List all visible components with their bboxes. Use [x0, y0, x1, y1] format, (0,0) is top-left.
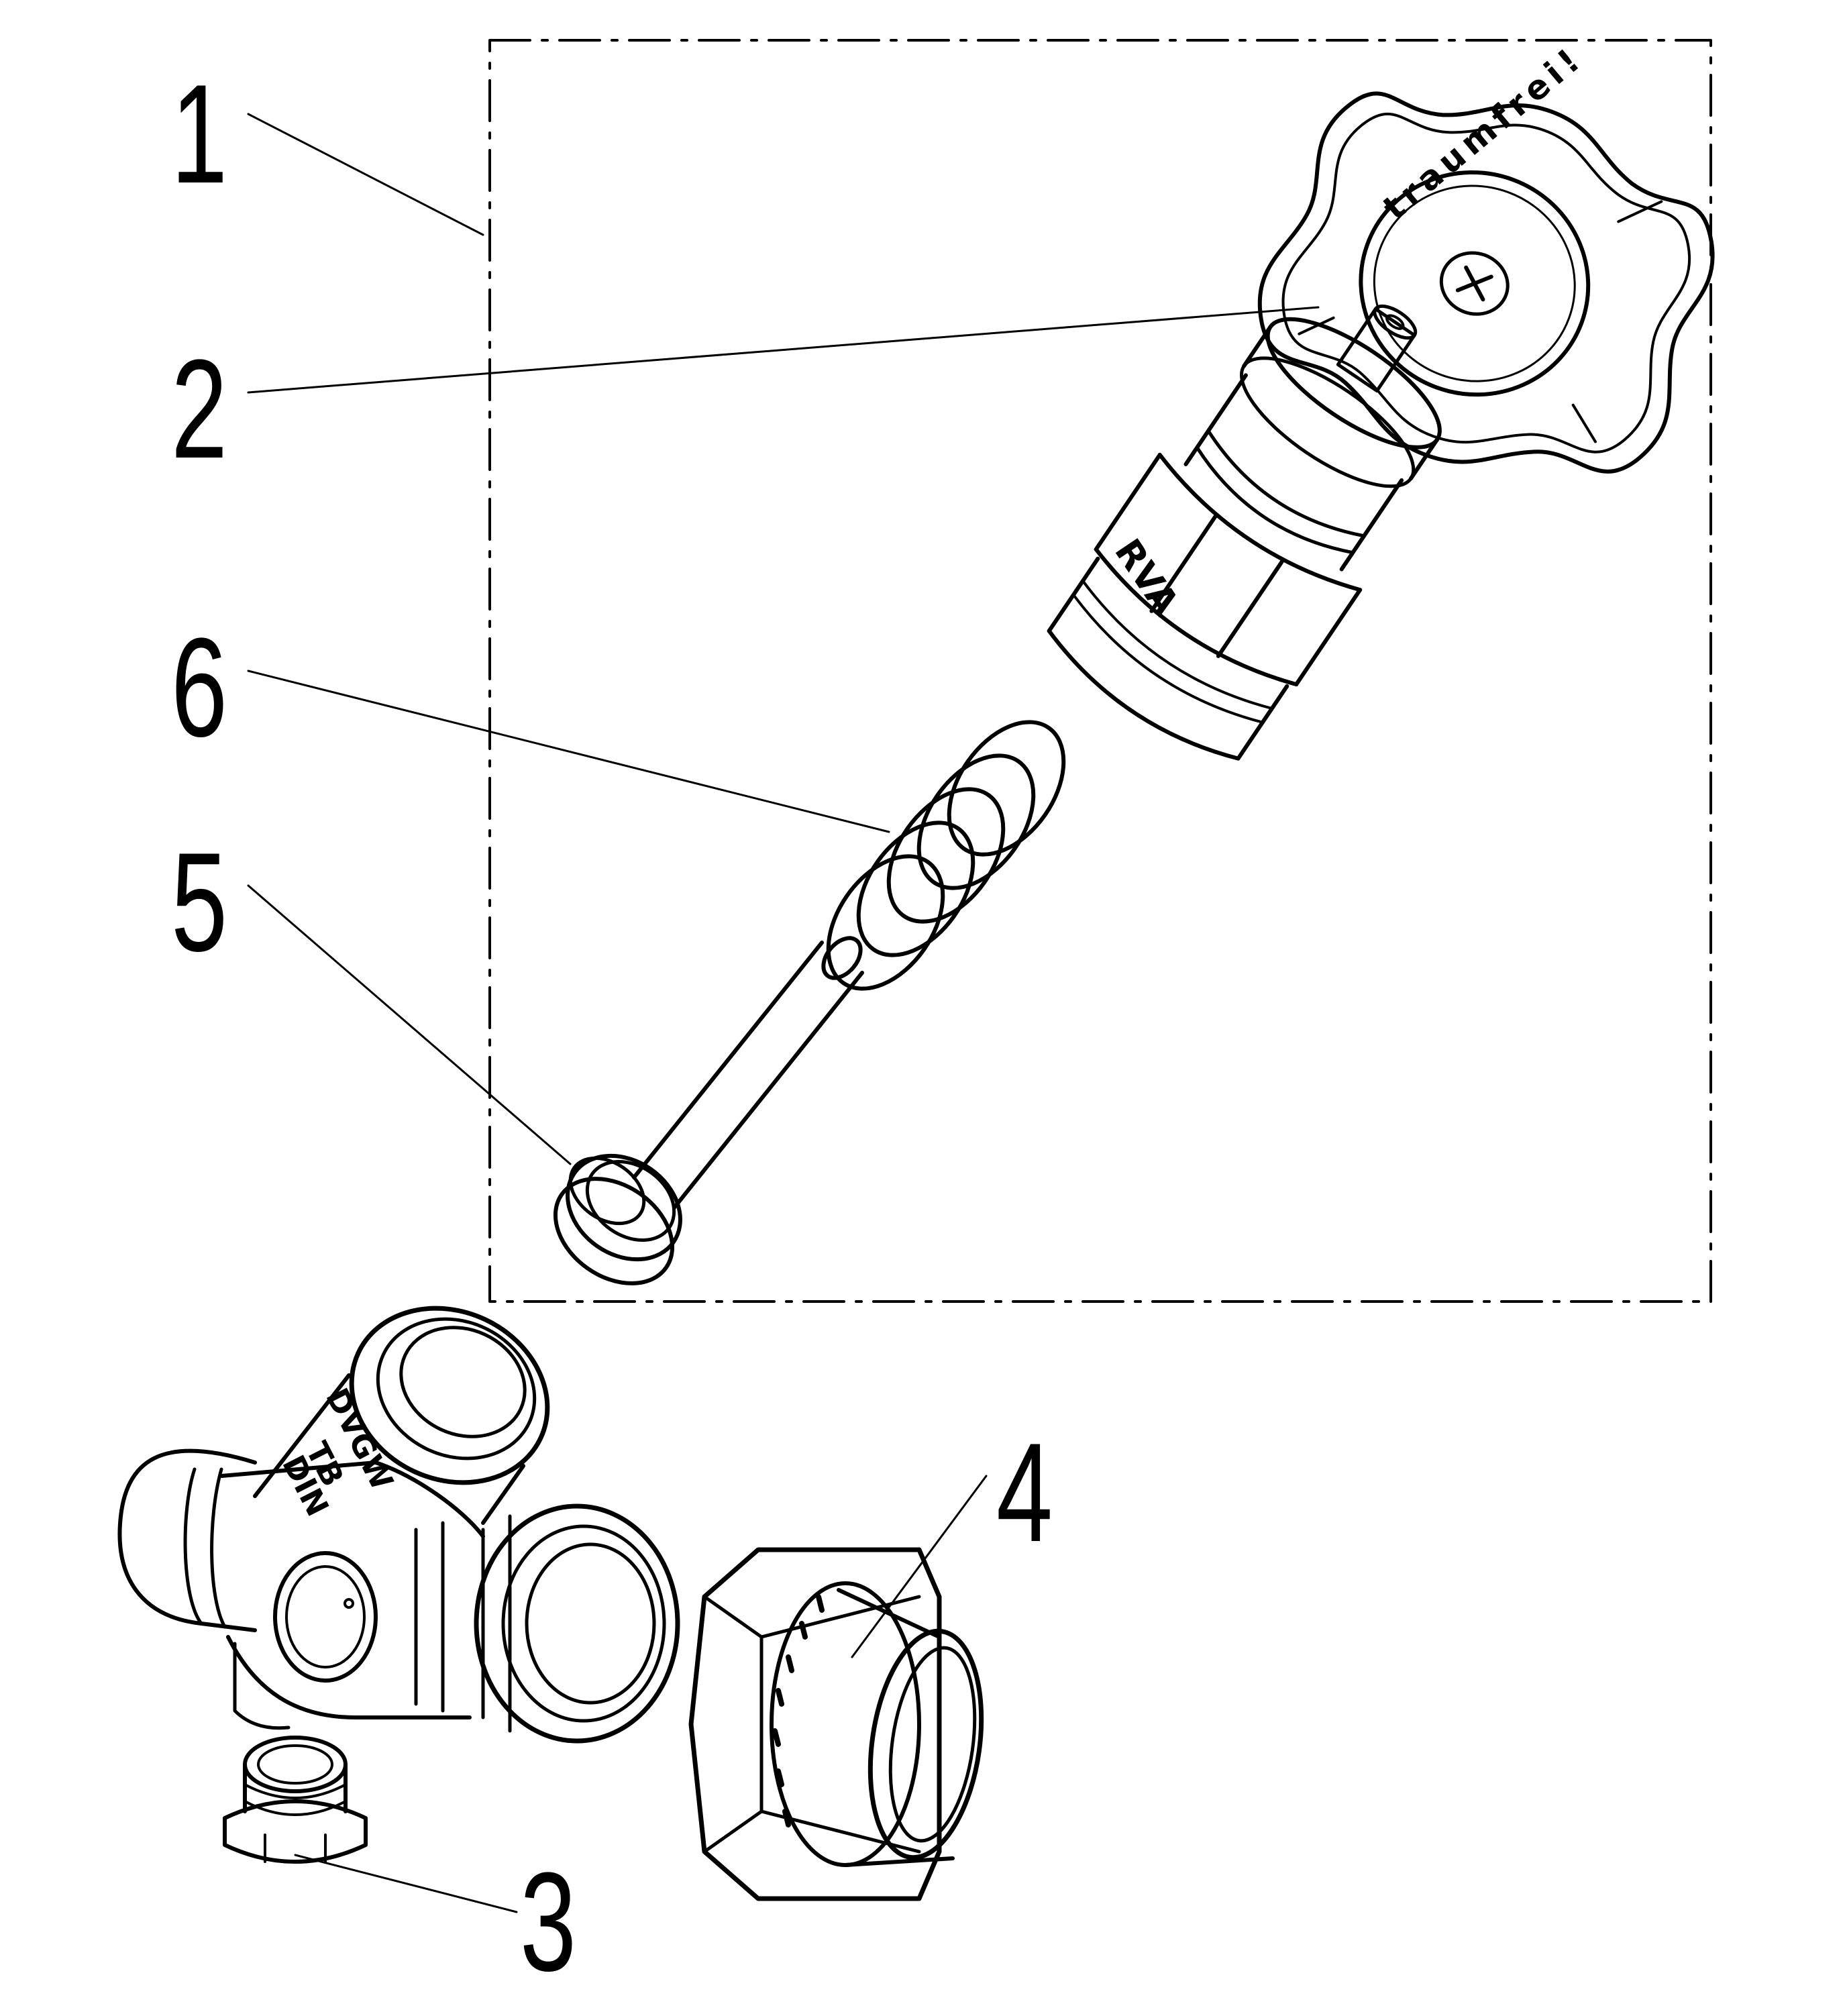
spindle-hex-top	[1373, 304, 1418, 340]
handwheel-hub	[1359, 170, 1591, 397]
bonnet-thread-bottom	[1047, 629, 1241, 761]
callout-1: 1	[171, 55, 228, 213]
leader-lines	[247, 113, 1320, 1913]
bonnet-hex-bottom	[1094, 547, 1299, 687]
plug-hex-faces	[264, 1834, 327, 1863]
bonnet-top-ring	[1240, 356, 1416, 488]
body-right-rings	[414, 1521, 445, 1713]
body-right-outlet-mid	[501, 1524, 666, 1723]
callout-5: 5	[171, 823, 228, 981]
disc-base	[553, 1177, 675, 1285]
spindle-bore	[1385, 314, 1405, 330]
body-drain-port	[273, 1551, 378, 1683]
callout-3: 3	[520, 1843, 577, 2001]
leader-line-3	[294, 1854, 518, 1913]
callout-2: 2	[171, 330, 228, 488]
valve-stem-disc	[553, 936, 864, 1285]
bonnet-hex-top	[1157, 452, 1363, 592]
body-top-port-outer	[349, 1306, 550, 1485]
bonnet-hex	[1094, 452, 1363, 687]
body-main	[219, 1461, 485, 1719]
body-left-rings	[183, 1467, 227, 1629]
tailpiece-end-outer	[867, 1628, 984, 1860]
bonnet-top-body	[1242, 325, 1440, 481]
disc-seal	[568, 1156, 646, 1226]
bonnet-collar-rings	[1195, 429, 1366, 555]
stem-edge-a	[632, 941, 824, 1179]
tailpiece-end-inner	[888, 1646, 977, 1843]
drain-plug	[223, 1736, 368, 1864]
union-nut-faces	[702, 1595, 921, 1854]
spring-coil-1	[947, 720, 1066, 857]
union-nut-front	[770, 1581, 921, 1867]
handwheel-hub-inner	[1373, 184, 1576, 382]
plug-thread	[243, 1762, 348, 1813]
union-dots	[772, 1594, 825, 1827]
body-right-outlet-outer	[474, 1503, 680, 1744]
leader-line-1	[247, 113, 484, 236]
leader-line-2	[247, 306, 1320, 394]
disc-outer	[566, 1153, 682, 1262]
valve-body	[117, 1306, 680, 1744]
handwheel-rim-inner	[1281, 112, 1691, 454]
spring-coil-4	[856, 820, 976, 957]
body-neck	[253, 1373, 525, 1525]
body-top-port-inner	[399, 1326, 527, 1438]
body-top-port-mid	[376, 1317, 537, 1461]
handwheel-screw	[1439, 251, 1510, 316]
plug-top-inner	[257, 1744, 333, 1785]
spring-coil-5	[826, 854, 945, 991]
body-right-outlet-inner	[525, 1542, 656, 1705]
plug-hex	[223, 1799, 368, 1864]
stem-edge-b	[672, 971, 864, 1210]
body-drain-dot	[344, 1598, 354, 1609]
leader-line-6	[247, 670, 890, 833]
body-left-inlet	[117, 1448, 257, 1632]
body-bottom	[233, 1642, 291, 1730]
union-nut-tailpiece	[688, 1547, 984, 1901]
spindle-hex	[1336, 307, 1416, 393]
spring	[826, 720, 1066, 991]
leader-line-4	[851, 1475, 988, 1658]
assembly-boundary	[488, 39, 1712, 1303]
handwheel-marking: traumfrei!	[1375, 38, 1591, 227]
screw-cross-b	[1455, 274, 1493, 293]
callout-4: 4	[996, 1414, 1053, 1571]
spring-coil-3	[886, 787, 1006, 924]
spring-coil-2	[916, 753, 1036, 890]
body-drain-port-inner	[285, 1565, 366, 1668]
union-nut-hex	[688, 1547, 942, 1901]
bonnet-upper-part	[1047, 304, 1442, 761]
bonnet-collar	[1183, 373, 1404, 572]
stem-tip	[821, 936, 863, 980]
callout-6: 6	[171, 608, 228, 766]
bonnet-oring	[1072, 579, 1273, 724]
leader-line-5	[247, 884, 572, 1165]
tailpiece-body	[837, 1588, 955, 1867]
body-right-collar	[481, 1514, 512, 1733]
